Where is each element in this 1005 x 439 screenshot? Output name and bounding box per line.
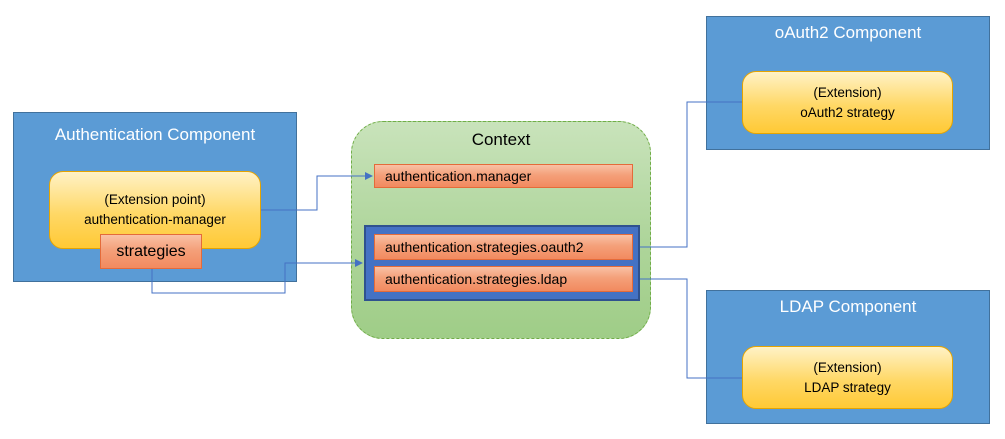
oauth2-strategy-key-label: authentication.strategies.oauth2 bbox=[385, 239, 584, 255]
ldap-extension-label: (Extension) bbox=[813, 359, 882, 375]
ldap-component-title: LDAP Component bbox=[779, 297, 917, 316]
oauth2-extension-name: oAuth2 strategy bbox=[800, 104, 895, 120]
extension-point-name: authentication-manager bbox=[84, 212, 226, 227]
ldap-extension-name: LDAP strategy bbox=[804, 379, 891, 395]
ldap-strategy-key: authentication.strategies.ldap bbox=[374, 266, 633, 292]
authentication-manager-key-label: authentication.manager bbox=[385, 168, 532, 184]
authentication-component-title: Authentication Component bbox=[54, 125, 256, 144]
ldap-strategy-extension: (Extension) LDAP strategy bbox=[742, 346, 953, 409]
extension-point-label: (Extension point) bbox=[104, 192, 206, 207]
authentication-manager-key: authentication.manager bbox=[374, 164, 633, 188]
ldap-strategy-key-label: authentication.strategies.ldap bbox=[385, 271, 568, 287]
oauth2-strategy-key: authentication.strategies.oauth2 bbox=[374, 234, 633, 260]
oauth2-strategy-extension: (Extension) oAuth2 strategy bbox=[742, 71, 953, 134]
strategies-box: strategies bbox=[100, 234, 202, 269]
oauth2-component-title: oAuth2 Component bbox=[774, 23, 922, 42]
context-title: Context bbox=[471, 130, 531, 149]
strategies-label: strategies bbox=[116, 242, 186, 260]
oauth2-extension-label: (Extension) bbox=[813, 84, 882, 100]
